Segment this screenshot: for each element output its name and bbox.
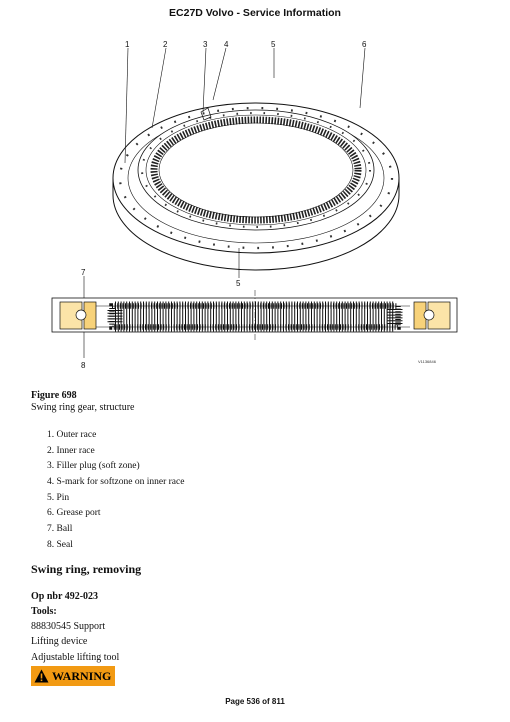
operation-number: Op nbr 492-023 [31, 591, 99, 602]
callout-1: 1 [125, 40, 130, 49]
list-item: 7. Ball [47, 524, 73, 535]
ring-cross-section [51, 290, 458, 342]
list-item: 5. Pin [47, 492, 70, 503]
callout-5-top: 5 [271, 40, 276, 49]
swing-ring-drawing: 1 2 3 4 5 6 7 5 8 V1136846 [51, 40, 458, 370]
list-item: 6. Grease port [47, 508, 101, 519]
list-item: 4. S-mark for softzone on inner race [47, 477, 185, 488]
callout-5-bottom: 5 [236, 279, 241, 288]
callout-7: 7 [81, 268, 86, 277]
warning-label: WARNING [52, 668, 112, 683]
figure-caption-title: Figure 698 [31, 390, 77, 401]
list-item: 2. Inner race [47, 445, 95, 456]
callout-4: 4 [224, 40, 229, 49]
ring-isometric-view [112, 102, 400, 271]
parts-list: 1. Outer race 2. Inner race 3. Filler pl… [47, 428, 184, 554]
page-header: EC27D Volvo - Service Information [169, 7, 341, 19]
figure-caption-subtitle: Swing ring gear, structure [31, 402, 135, 413]
tool-item: 88830545 Support [31, 620, 106, 632]
list-item: 1. Outer race [47, 430, 97, 440]
tools-block: Tools: 88830545 Support Lifting device A… [31, 606, 119, 665]
warning-triangle-icon [34, 669, 49, 683]
callout-leaders [83, 47, 366, 358]
list-item: 8. Seal [47, 539, 73, 550]
callout-6: 6 [362, 40, 367, 49]
list-item: 3. Filler plug (soft zone) [47, 461, 140, 472]
tool-item: Adjustable lifting tool [31, 651, 120, 663]
callout-2: 2 [163, 40, 168, 49]
page-number: Page 536 of 811 [225, 697, 285, 706]
swing-ring-figure: 1 2 3 4 5 6 7 5 8 V1136846 [0, 30, 510, 375]
callout-3: 3 [203, 40, 208, 49]
warning-banner: WARNING [31, 666, 115, 686]
tools-label: Tools: [31, 606, 57, 617]
callout-8: 8 [81, 361, 86, 370]
section-heading: Swing ring, removing [31, 562, 142, 576]
tool-item: Lifting device [31, 636, 88, 647]
image-code: V1136846 [418, 359, 437, 364]
